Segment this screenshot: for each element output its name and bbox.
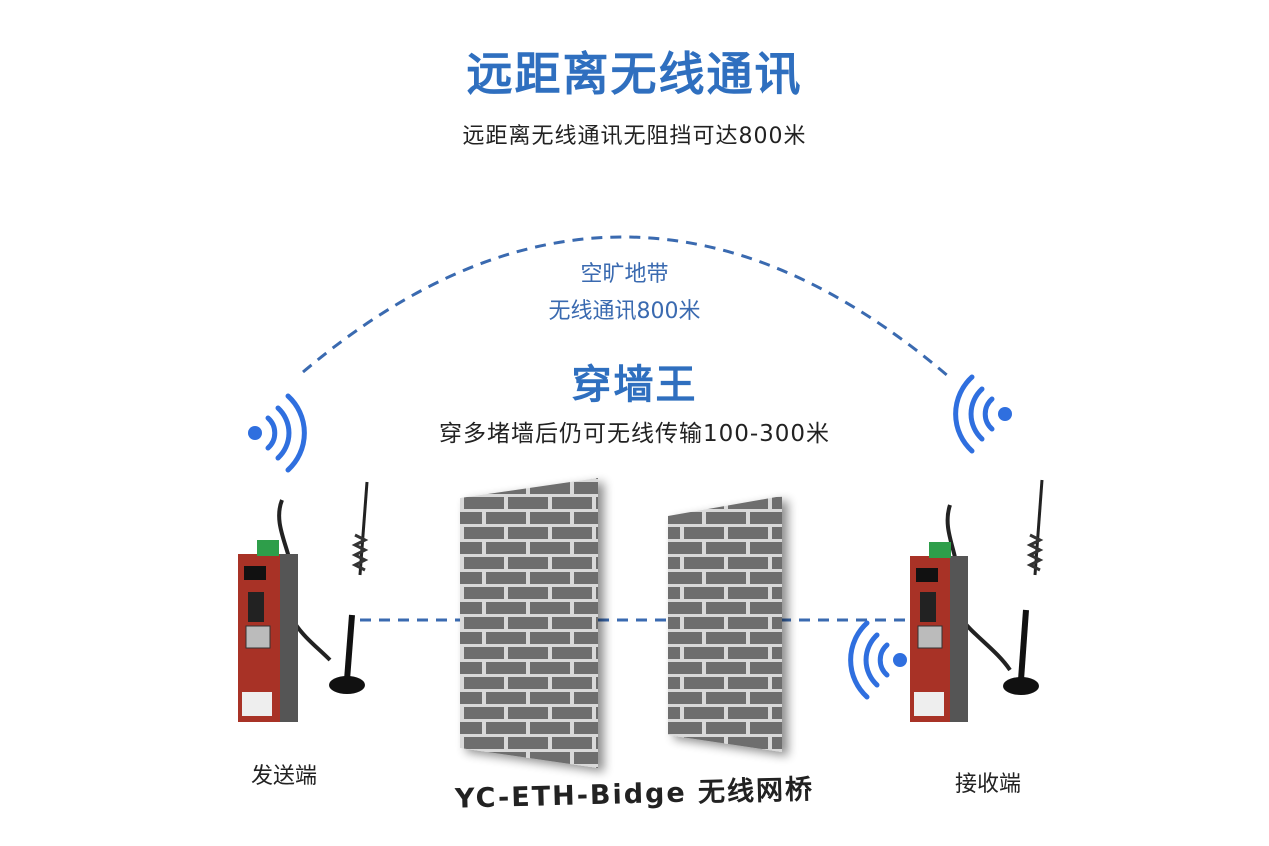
sender-label: 发送端 — [251, 764, 318, 789]
wifi-signal-icon — [248, 393, 307, 473]
router-device-icon — [910, 504, 1012, 722]
open-area-arc — [302, 235, 949, 378]
open-area-line1: 空旷地带 — [580, 262, 669, 287]
open-area-line2: 无线通讯800米 — [548, 299, 701, 324]
router-device-icon — [238, 499, 332, 722]
brick-wall-icon — [460, 478, 598, 768]
main-title: 远距离无线通讯 — [466, 47, 803, 101]
through-wall-title: 穿墙王 — [571, 362, 698, 408]
main-subtitle: 远距离无线通讯无阻挡可达800米 — [462, 124, 807, 149]
brick-wall-icon — [668, 496, 782, 752]
receiver-label: 接收端 — [955, 772, 1022, 797]
antenna-icon — [1003, 479, 1044, 695]
antenna-icon — [329, 481, 369, 694]
wifi-signal-icon — [848, 620, 907, 700]
wifi-signal-icon — [953, 374, 1012, 454]
through-wall-subtitle: 穿多堵墙后仍可无线传输100-300米 — [438, 421, 831, 447]
